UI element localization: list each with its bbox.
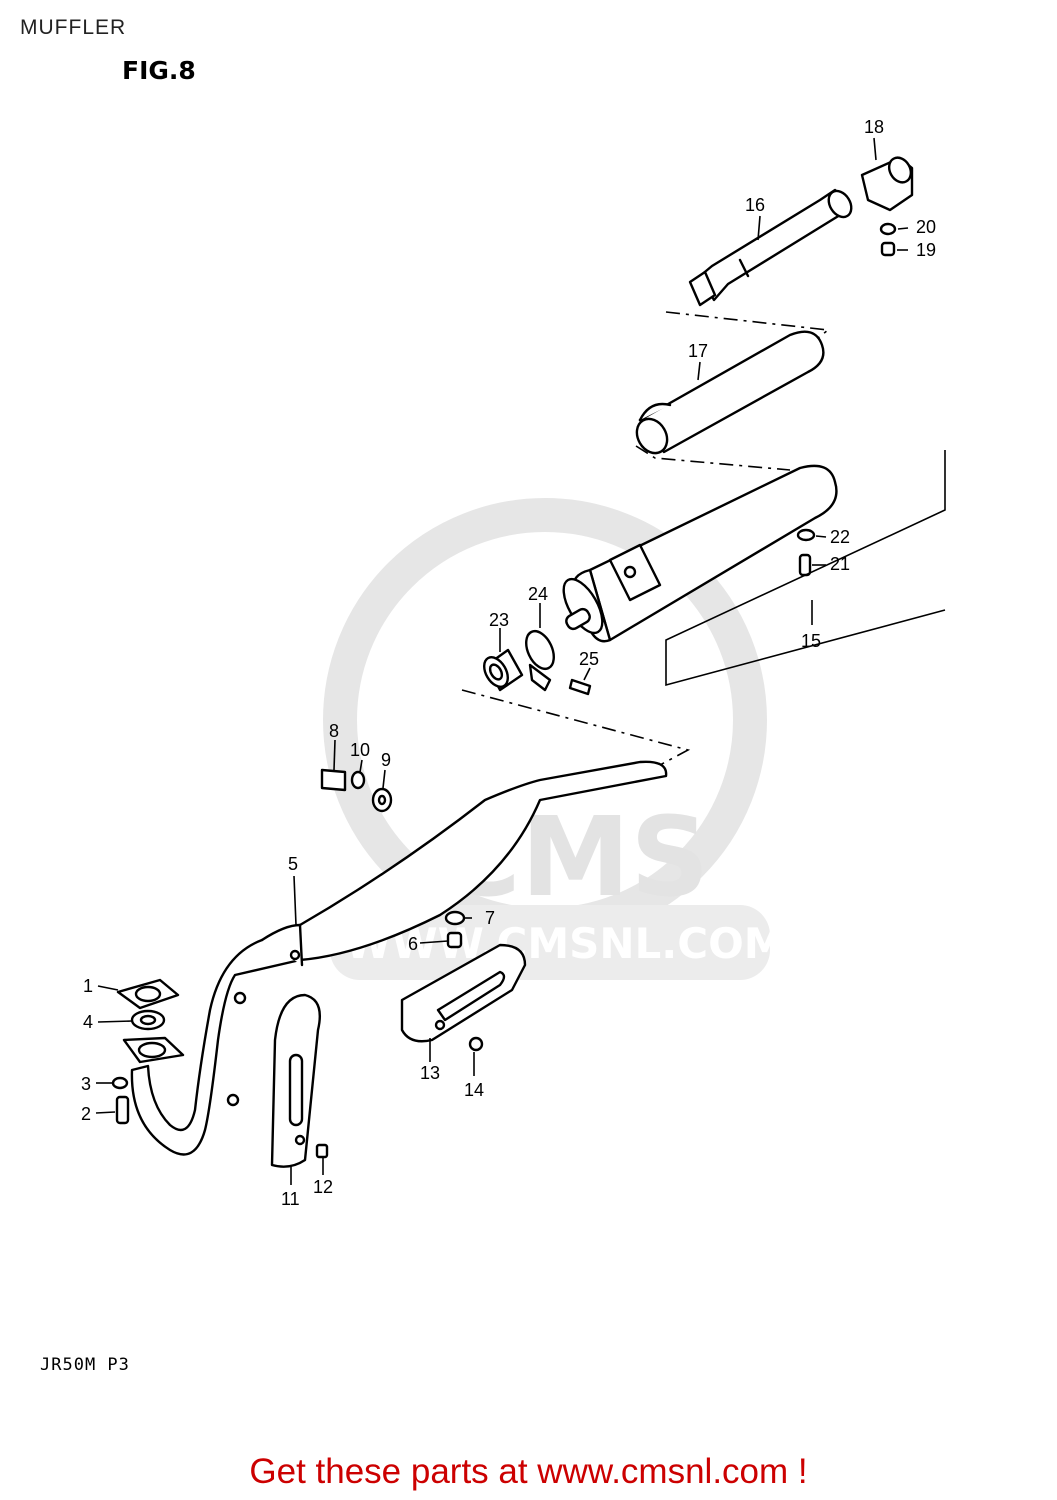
callout-9: 9	[381, 750, 391, 770]
watermark-url: WWW.CMSNL.COM	[345, 919, 786, 968]
part-18-end-cap	[860, 156, 914, 212]
part-15-silencer	[562, 464, 838, 643]
part-20-washer	[879, 222, 897, 236]
callout-6: 6	[408, 934, 418, 954]
callout-16: 16	[745, 195, 765, 215]
part-23-grommet	[483, 648, 524, 692]
callout-18: 18	[864, 117, 884, 137]
part-11-heat-guard	[270, 993, 322, 1168]
part-10-washer	[350, 770, 366, 790]
part-14-screw	[468, 1036, 484, 1052]
part-7-washer	[444, 910, 466, 926]
part-19-bolt	[880, 241, 896, 257]
part-2-bolt	[115, 1095, 130, 1125]
part-5-expansion-chamber	[130, 760, 668, 1156]
part-17-inner-tube	[635, 330, 825, 455]
model-code: JR50M P3	[40, 1355, 130, 1375]
exhaust-flange	[122, 1036, 185, 1064]
part-22-washer	[796, 528, 816, 542]
callout-13: 13	[420, 1063, 440, 1083]
watermark: CMS WWW.CMSNL.COM	[323, 498, 786, 980]
part-25-screw	[568, 678, 592, 696]
leader-lines	[95, 137, 946, 1185]
part-3-washer	[111, 1076, 129, 1090]
callout-20: 20	[916, 217, 936, 237]
callout-7: 7	[485, 908, 495, 928]
callout-4: 4	[83, 1012, 93, 1032]
callout-24: 24	[528, 584, 548, 604]
callout-14: 14	[464, 1080, 484, 1100]
callout-numbers: 1 2 3 4 5 6 7 8 9 10 11 12 13 14 15 16 1…	[81, 117, 936, 1209]
callout-19: 19	[916, 240, 936, 260]
callout-11: 11	[281, 1189, 300, 1209]
callout-2: 2	[81, 1104, 91, 1124]
callout-17: 17	[688, 341, 708, 361]
section-title: MUFFLER	[20, 16, 127, 39]
part-1-gasket	[116, 978, 180, 1010]
callout-1: 1	[83, 976, 93, 996]
part-12-screw	[315, 1143, 329, 1159]
callout-8: 8	[329, 721, 339, 741]
callout-15: 15	[801, 631, 821, 651]
callout-22: 22	[830, 527, 850, 547]
part-13-heat-shield	[400, 943, 527, 1043]
part-8-bolt	[320, 768, 347, 792]
part-4-gasket	[130, 1009, 166, 1031]
get-parts-link[interactable]: Get these parts at www.cmsnl.com !	[249, 1452, 808, 1491]
callout-21: 21	[830, 554, 850, 574]
part-16-tailpipe	[688, 188, 853, 307]
part-6-bolt	[446, 931, 463, 949]
callout-12: 12	[313, 1177, 333, 1197]
callout-23: 23	[489, 610, 509, 630]
part-9-washer	[371, 787, 393, 813]
part-24-clamp	[525, 629, 555, 692]
callout-5: 5	[288, 854, 298, 874]
part-21-bolt	[798, 553, 812, 577]
callout-25: 25	[579, 649, 599, 669]
callout-10: 10	[350, 740, 370, 760]
callout-3: 3	[81, 1074, 91, 1094]
figure-label: FIG.8	[122, 56, 196, 85]
